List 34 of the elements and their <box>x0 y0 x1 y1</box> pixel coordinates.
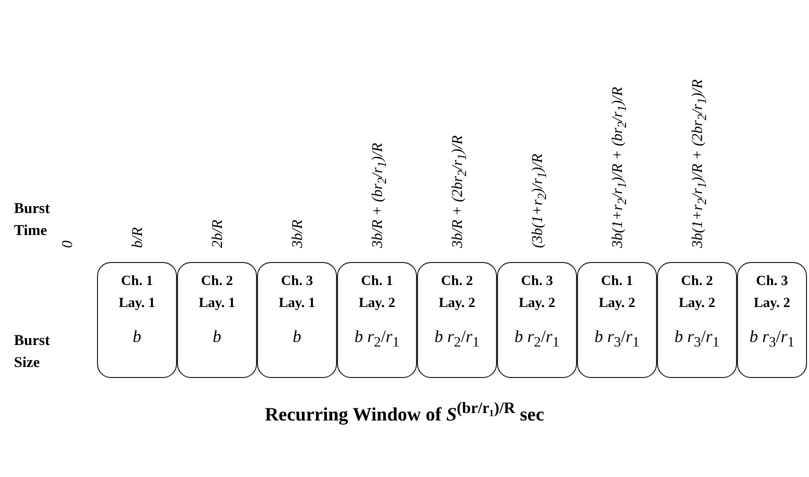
burst-size-value: b <box>292 327 302 347</box>
layer-label: Lay. 2 <box>358 295 396 313</box>
burst-size-value: b r$_{2}$/r$_{1}$ <box>514 327 560 352</box>
layer-label: Lay. 1 <box>118 295 156 313</box>
channel-label: Ch. 2 <box>441 273 473 291</box>
channel-label: Ch. 1 <box>361 273 393 291</box>
layer-label: Lay. 2 <box>438 295 476 313</box>
layer-label: Lay. 2 <box>598 295 636 313</box>
burst-size-value: b <box>132 327 142 347</box>
layer-label: Lay. 2 <box>754 295 790 313</box>
caption: Recurring Window of S$^{(br/r₁)/R}$ sec <box>264 400 546 426</box>
layer-label: Lay. 2 <box>518 295 556 313</box>
channel-label: Ch. 3 <box>281 273 313 291</box>
layer-label: Lay. 1 <box>278 295 316 313</box>
channel-label: Ch. 1 <box>121 273 153 291</box>
row-heading: Burst Size <box>14 332 51 373</box>
burst-size-value: b r$_{3}$/r$_{1}$ <box>594 327 640 352</box>
burst-size-value: b r$_{2}$/r$_{1}$ <box>354 327 400 352</box>
burst-time-label: 0 <box>59 240 77 248</box>
burst-time-label: b/R <box>129 227 147 248</box>
row-heading: Burst Time <box>14 200 51 241</box>
channel-label: Ch. 3 <box>756 273 788 291</box>
burst-time-label: 3b/R <box>289 220 307 248</box>
burst-size-value: b r$_{3}$/r$_{1}$ <box>750 327 794 352</box>
burst-size-value: b r$_{3}$/r$_{1}$ <box>674 327 720 352</box>
channel-label: Ch. 1 <box>601 273 633 291</box>
burst-size-value: b r$_{2}$/r$_{1}$ <box>434 327 480 352</box>
layer-label: Lay. 2 <box>678 295 716 313</box>
channel-label: Ch. 3 <box>521 273 553 291</box>
burst-size-value: b <box>212 327 222 347</box>
layer-label: Lay. 1 <box>198 295 236 313</box>
channel-label: Ch. 2 <box>681 273 713 291</box>
channel-label: Ch. 2 <box>201 273 233 291</box>
burst-time-label: 2b/R <box>209 220 227 248</box>
